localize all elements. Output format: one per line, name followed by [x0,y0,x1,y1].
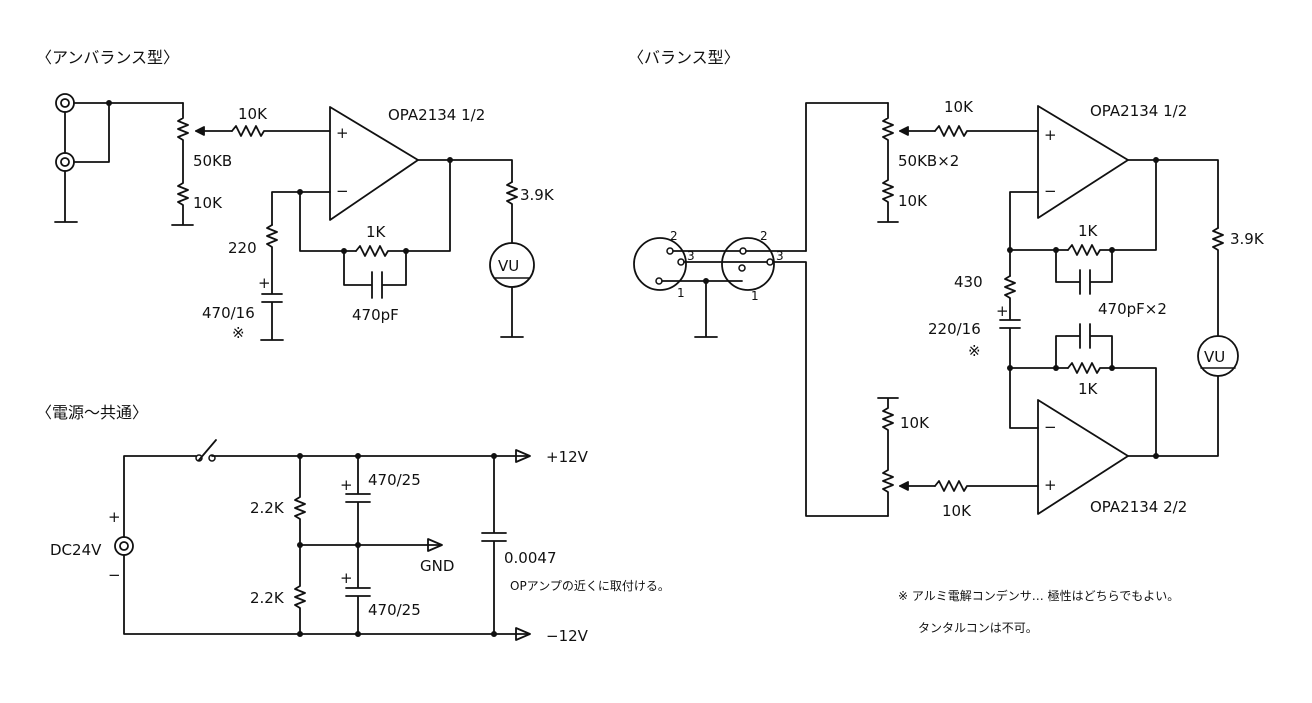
pot-label: 50KB [193,152,232,170]
xlr-a-pin-3: 3 [687,249,695,263]
opamp-balanced-top [1037,105,1129,219]
bottom-pot-resistor-label: 10K [900,414,930,432]
vu-meter-unbalanced: VU [489,242,535,288]
feedback-resistor-label: 1K [366,223,387,241]
balanced-ground-resistor-label: 430 [954,273,983,291]
dual-pot-label: 50KB×2 [898,152,959,170]
xlr-a-pin-1: 1 [677,286,685,300]
footnote-line-1: ※ アルミ電解コンデンサ… 極性はどちらでもよい。 [898,588,1179,603]
footnote-line-2: タンタルコンは不可。 [918,621,1038,635]
minus-rail-label: −12V [546,627,589,645]
bottom-opamp-label: OPA2134 2/2 [1090,498,1187,516]
top-opamp-label: OPA2134 1/2 [1090,102,1187,120]
top-opamp-minus: − [1044,182,1057,200]
bottom-opamp-plus: + [1044,476,1057,494]
cap-top-plus: + [340,476,353,494]
input-resistor-label: 10K [238,105,268,123]
xlr-connector-b [721,237,775,291]
note-mark: ※ [232,324,245,342]
opamp-minus: − [336,182,349,200]
power-circuit: + DC24V − +12V −12V 2.2K 2.2K + 470/25 +… [50,439,670,645]
xlr-b-pin-1: 1 [751,289,759,303]
opamp-plus: + [336,124,349,142]
cap-bottom-plus: + [340,569,353,587]
ground-resistor-label: 220 [228,239,257,257]
bypass-note: OPアンプの近くに取付ける。 [510,579,670,593]
cap-top-label: 470/25 [368,471,421,489]
dc-jack [114,536,134,556]
divider-top-label: 2.2K [250,499,285,517]
cap-label: 470/16 [202,304,255,322]
dual-cap-label: 470pF×2 [1098,300,1167,318]
unbalanced-circuit: 50KB 10K 10K + − OPA2134 1/2 3.9K VU 1K … [54,93,555,342]
opamp-balanced-bottom [1037,399,1129,515]
vu-meter-label: VU [498,257,519,275]
balanced-cap-label: 220/16 [928,320,981,338]
bottom-opamp-minus: − [1044,418,1057,436]
bypass-cap-label: 0.0047 [504,549,557,567]
meter-resistor-label: 3.9K [520,186,555,204]
rca-jack-top [55,93,75,113]
dc-minus: − [108,566,121,584]
dc-label: DC24V [50,541,102,559]
opamp-label: OPA2134 1/2 [388,106,485,124]
balanced-note-mark: ※ [968,342,981,360]
xlr-b-pin-3: 3 [776,249,784,263]
pot-ground-resistor-label: 10K [193,194,223,212]
section-title-balanced: 〈バランス型〉 [628,48,740,67]
xlr-connector-a [633,237,687,291]
balanced-circuit: 2 3 1 2 3 1 50KB×2 10K 10K + − OPA2134 1… [633,98,1265,520]
top-pot-resistor-label: 10K [898,192,928,210]
top-input-resistor-label: 10K [944,98,974,116]
bottom-input-resistor-label: 10K [942,502,972,520]
balanced-vu-label: VU [1204,348,1225,366]
top-feedback-resistor-label: 1K [1078,222,1099,240]
rca-jack-bottom [55,152,75,172]
balanced-meter-resistor-label: 3.9K [1230,230,1265,248]
xlr-a-pin-2: 2 [670,229,678,243]
vu-meter-balanced: VU [1197,335,1239,377]
cap-plus: + [258,274,271,292]
balanced-cap-plus: + [996,302,1009,320]
section-title-power: 〈電源～共通〉 [36,403,148,422]
cap-bottom-label: 470/25 [368,601,421,619]
bottom-feedback-resistor-label: 1K [1078,380,1099,398]
divider-bottom-label: 2.2K [250,589,285,607]
section-title-unbalanced: 〈アンバランス型〉 [36,48,179,67]
top-opamp-plus: + [1044,126,1057,144]
xlr-b-pin-2: 2 [760,229,768,243]
gnd-label: GND [420,557,454,575]
feedback-cap-label: 470pF [352,306,399,324]
dc-plus: + [108,508,121,526]
plus-rail-label: +12V [546,448,589,466]
opamp-unbalanced [329,106,419,221]
